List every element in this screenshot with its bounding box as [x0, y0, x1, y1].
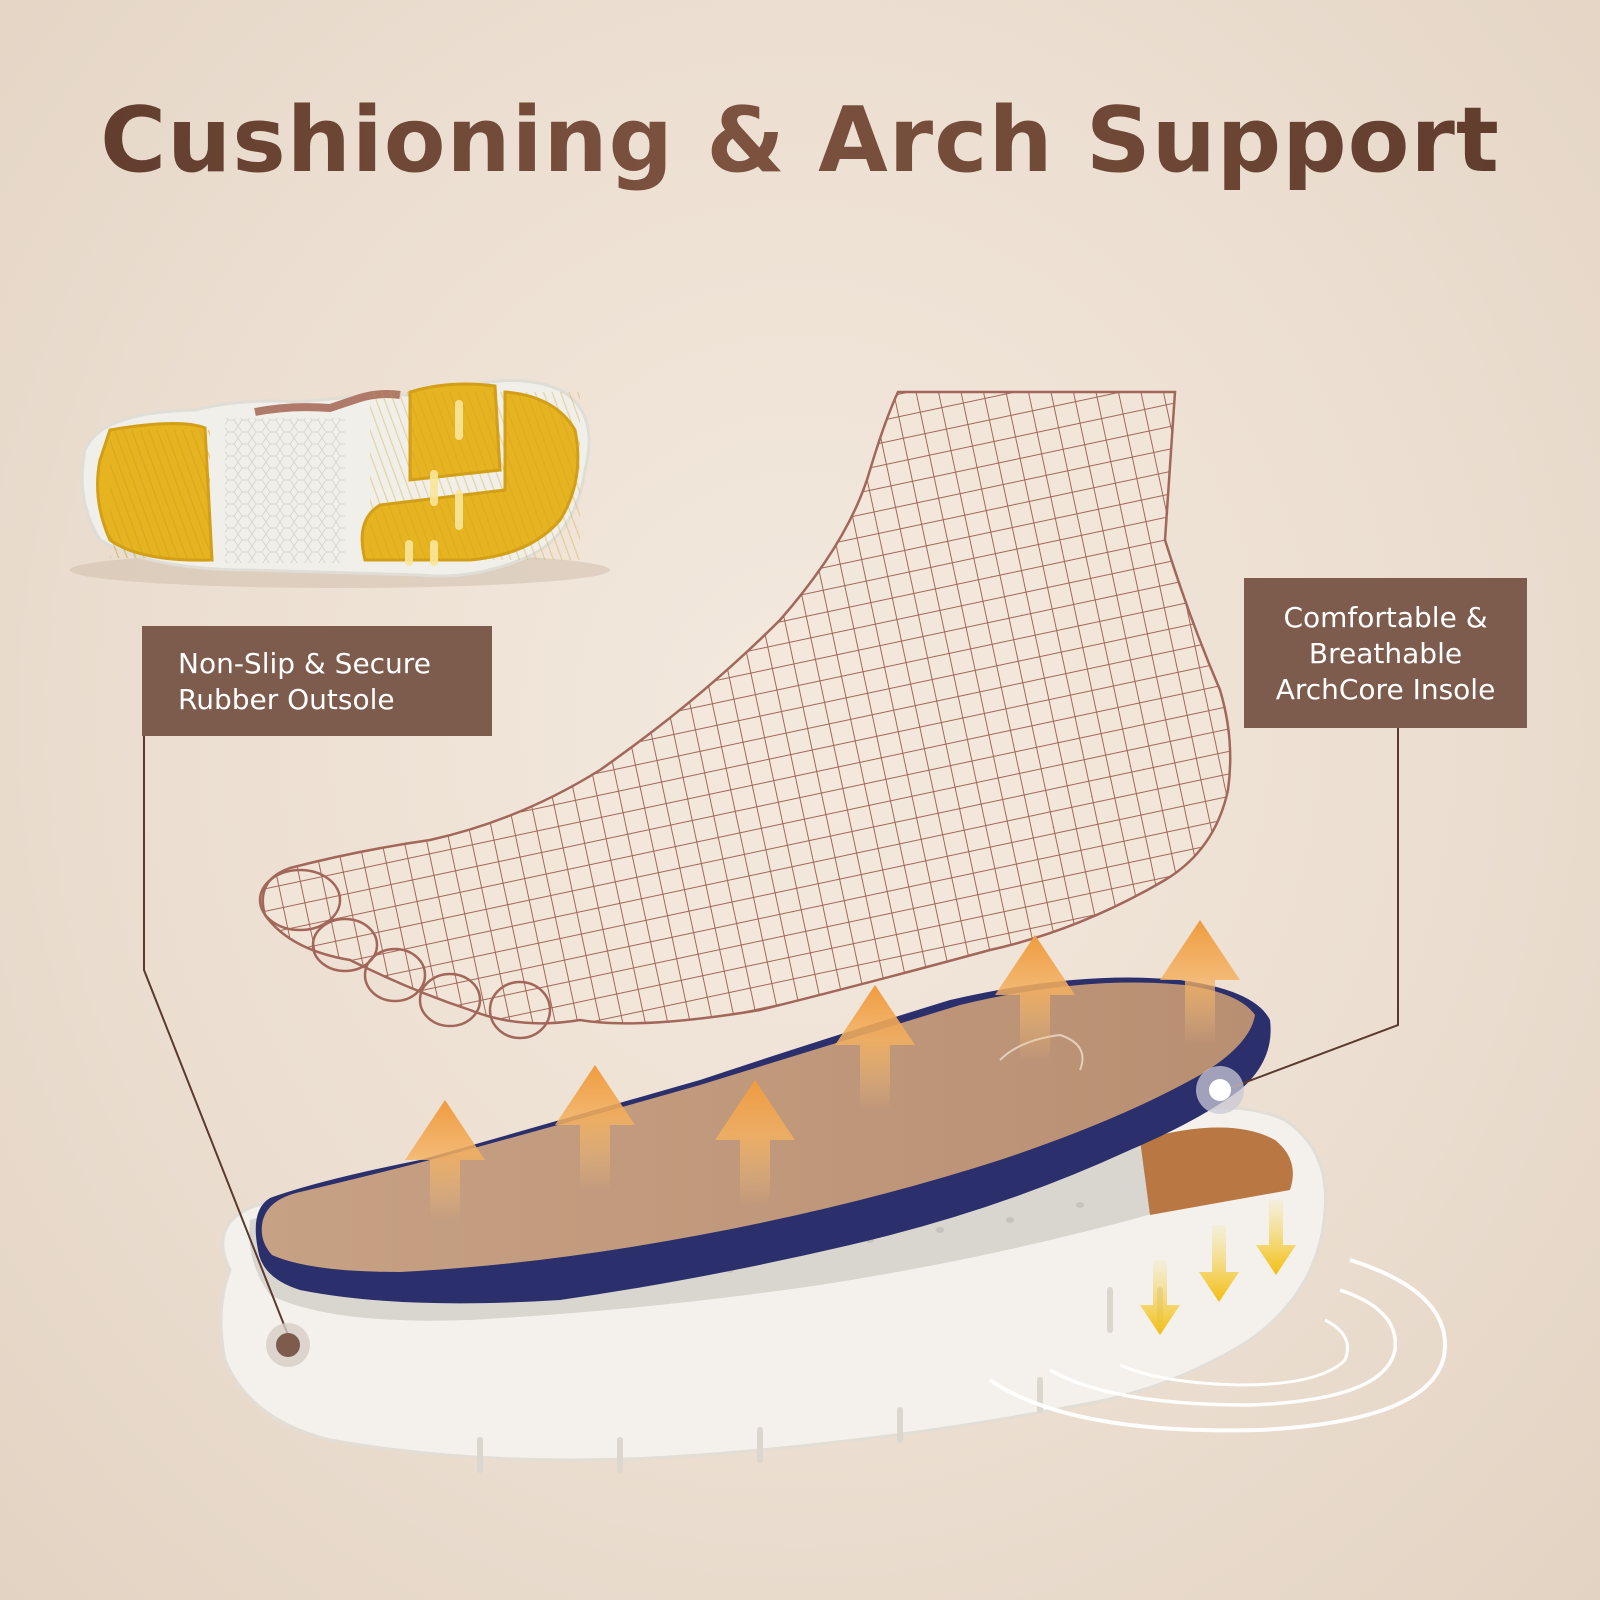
ripple-icon [988, 1258, 1448, 1433]
insole-callout-label: Comfortable & Breathable ArchCore Insole [1244, 578, 1527, 728]
outsole-callout-line-1: Non-Slip & Secure [178, 647, 431, 680]
outsole-callout-label: Non-Slip & Secure Rubber Outsole [142, 626, 492, 736]
insole-callout-line-1: Comfortable & [1283, 601, 1488, 634]
insole-callout-line-3: ArchCore Insole [1275, 673, 1496, 706]
callout-dot-icon [266, 1066, 1244, 1367]
outsole-callout-line-2: Rubber Outsole [178, 683, 395, 716]
outsole-image [70, 378, 610, 588]
page-title: Cushioning & Arch Support [0, 88, 1600, 193]
arrow-down-icon [1140, 1200, 1296, 1335]
arrow-up-icon [405, 920, 1240, 1220]
insole-callout-line-2: Breathable [1308, 637, 1463, 670]
callout-lines [143, 728, 1399, 1341]
wireframe-foot [258, 390, 1232, 1040]
